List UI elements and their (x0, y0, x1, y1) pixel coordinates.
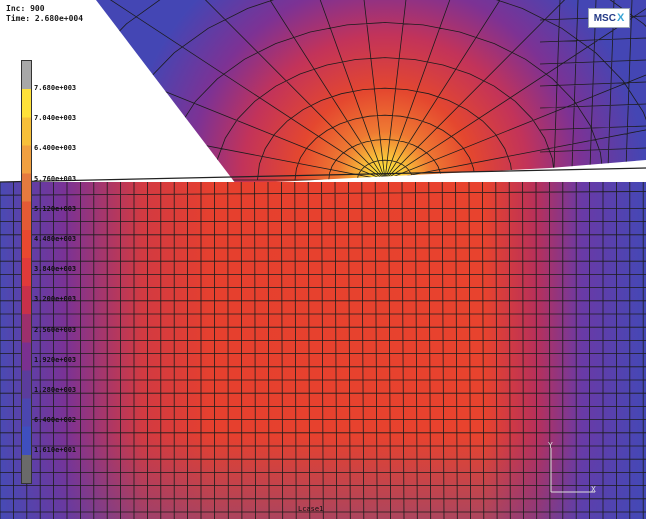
legend-label: 6.400e+003 (34, 144, 77, 153)
color-legend-bar (21, 60, 32, 484)
legend-label: 7.680e+003 (34, 84, 77, 92)
legend-label: 3.840e+003 (34, 265, 77, 274)
legend-label: 1.920e+003 (34, 355, 77, 364)
logo-text: MSC (593, 12, 616, 24)
legend-label: 7.040e+003 (34, 114, 77, 123)
axis-triad (550, 448, 595, 493)
legend-label: 4.480e+003 (34, 235, 77, 243)
increment-readout: Inc: 900 (6, 4, 45, 13)
upper-workpiece (96, 0, 646, 184)
axis-y-label: Y (548, 441, 553, 450)
time-readout: Time: 2.680e+004 (6, 14, 84, 23)
lower-mesh-lines (0, 182, 646, 519)
legend-label: 5.120e+003 (34, 204, 77, 213)
legend-label: 1.610e+001 (34, 446, 77, 455)
axis-x-label: X (591, 485, 596, 494)
legend-label: 5.760e+003 (34, 174, 77, 183)
load-case-label: Lcase1 (298, 505, 324, 513)
legend-label: 3.200e+003 (34, 295, 77, 304)
legend-label: 1.280e+003 (34, 386, 77, 394)
legend-label: 6.400e+002 (34, 416, 77, 425)
contact-interface-line (0, 167, 646, 183)
lower-workpiece (0, 182, 646, 519)
legend-label: 2.560e+003 (34, 325, 77, 334)
logo-mark: X (616, 12, 625, 24)
